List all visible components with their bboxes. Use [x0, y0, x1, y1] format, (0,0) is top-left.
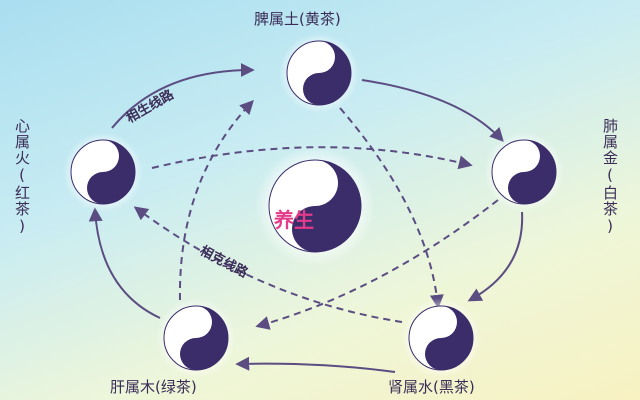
arrow-metal-to-wood: [255, 199, 499, 330]
center-taiji-icon: [255, 146, 375, 266]
arrow-water-to-fire: [133, 206, 403, 323]
arrow-fire-to-metal: [151, 146, 473, 170]
node-label-water: 肾属水(黑茶): [388, 378, 475, 396]
center-label: 养生: [274, 208, 314, 232]
node-label-wood: 肝属木(绿茶): [110, 378, 197, 396]
node-label-earth: 脾属土(黄茶): [254, 10, 341, 28]
arrow-wood-to-fire: [88, 207, 161, 319]
earth-taiji-icon: [278, 32, 360, 114]
node-label-fire: 心属火(红茶): [13, 118, 31, 236]
wood-taiji-icon: [155, 297, 237, 379]
node-label-metal: 肺属金(白茶): [601, 118, 619, 236]
arrow-fire-to-earth: [111, 63, 255, 129]
generating-cycle: [88, 63, 524, 373]
fire-taiji-icon: [62, 131, 144, 213]
arrow-water-to-wood: [235, 356, 396, 373]
water-taiji-icon: [400, 297, 482, 379]
arrow-earth-to-water: [339, 107, 444, 309]
overcoming-cycle: [133, 99, 499, 330]
arrow-metal-to-water: [467, 211, 524, 302]
metal-taiji-icon: [483, 131, 565, 213]
arrow-wood-to-earth: [178, 99, 254, 301]
arrow-earth-to-metal: [361, 79, 504, 143]
